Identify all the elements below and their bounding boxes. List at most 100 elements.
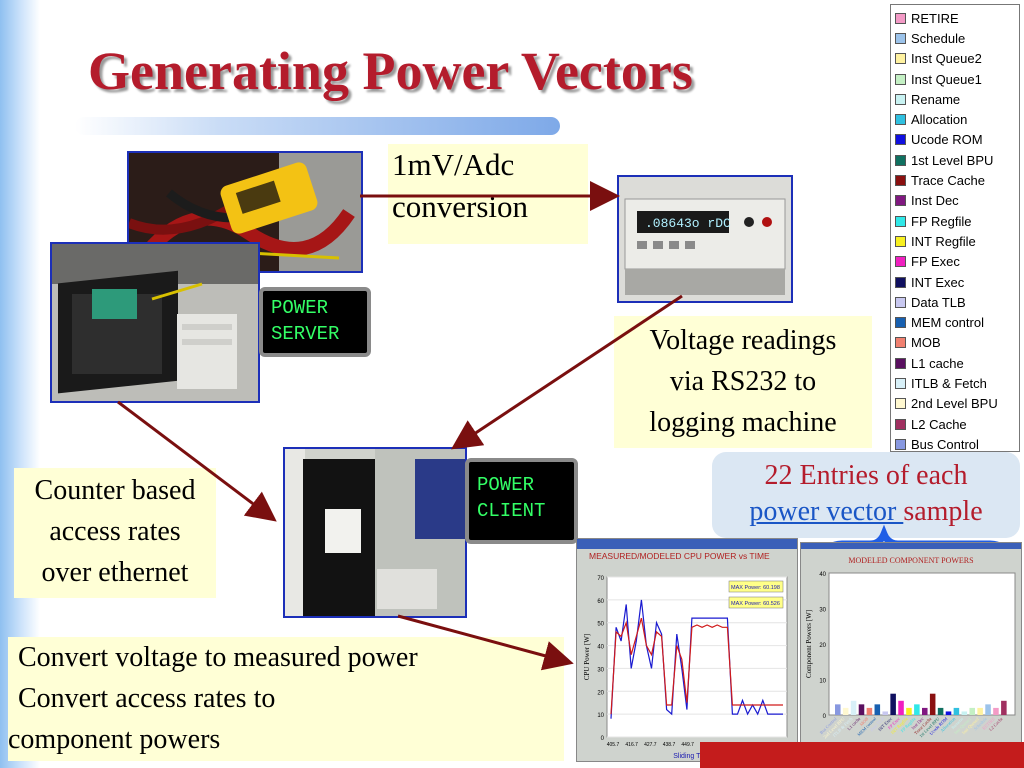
legend-item: RETIRE [895,8,1015,28]
chart1-series-line [610,617,783,715]
entries-sample-text: sample [903,496,983,527]
convert-note-line1: Convert voltage to measured power [18,642,418,673]
chart1-xtick-label: 427.7 [644,742,657,748]
legend-swatch [895,337,906,349]
legend-swatch [895,438,906,450]
voltage-readings-note: Voltage readings via RS232 to logging ma… [614,316,872,448]
legend-label: Allocation [911,112,968,128]
power-server-label: POWER SERVER [259,287,371,357]
chart1-annotation: MAX Power: 60.198 [731,585,780,591]
legend-item: FP Regfile [895,211,1015,231]
chart2-plot-area [828,572,1016,716]
chart2-window-bar [801,543,1021,549]
legend-swatch [895,256,906,268]
convert-note-line3: component powers [8,724,221,755]
voltage-note-line2: via RS232 to [669,366,817,397]
legend-label: FP Regfile [911,213,972,229]
chart1-xtick-label: 416.7 [625,742,638,748]
component-power-chart: MODELED COMPONENT POWERS010203040Compone… [801,543,1021,740]
chart1-xtick-label: 438.7 [663,742,676,748]
chart2-ytick-label: 10 [819,679,826,685]
legend-label: RETIRE [911,10,959,26]
clamp-meter-photo [127,151,363,273]
chart2-bar [969,707,975,715]
chart2-ylabel: Component Powers [W] [805,610,813,678]
svg-text:.08643o rDC: .08643o rDC [645,216,731,231]
footer-red-strip [700,742,1024,768]
chart2-bar [945,711,952,715]
legend-item: Bus Control [895,434,1015,454]
chart2-bar [961,711,968,715]
chart1-ytick-label: 30 [597,667,604,673]
legend-label: Data TLB [911,294,966,310]
chart2-ytick-label: 0 [823,714,827,720]
chart1-series-line [610,599,783,719]
legend-label: MOB [911,335,941,351]
power-client-label-line1: POWER [477,474,535,496]
legend-item: 1st Level BPU [895,150,1015,170]
chart1-ytick-label: 10 [597,713,604,719]
power-vector-link[interactable]: power vector [749,496,904,527]
chart2-ytick-label: 40 [819,572,826,578]
legend-item: FP Exec [895,252,1015,272]
legend-label: FP Exec [911,254,960,270]
chart1-xlabel: Sliding Time [s] [673,753,721,760]
legend-item: 2nd Level BPU [895,394,1015,414]
power-client-label: POWER CLIENT [465,458,578,544]
legend-label: 2nd Level BPU [911,396,998,412]
legend-swatch [895,175,906,187]
chart2-bar [953,707,960,715]
legend-swatch [895,357,906,369]
legend-swatch [895,53,906,65]
chart2-bar [842,707,849,715]
legend-item: Inst Dec [895,191,1015,211]
legend-swatch [895,398,906,410]
entries-line1: 22 Entries of each [764,460,968,491]
legend-label: Inst Queue1 [911,71,982,87]
legend-item: Inst Queue1 [895,69,1015,89]
convert-power-note: Convert voltage to measured power Conver… [8,637,564,761]
chart2-bar [874,704,881,715]
power-client-photo [283,447,467,618]
chart1-window-bar [577,539,797,549]
legend-item: Data TLB [895,292,1015,312]
legend-label: Ucode ROM [911,132,983,148]
legend-label: 1st Level BPU [911,152,994,168]
chart2-bar [882,711,888,715]
legend-item: MOB [895,333,1015,353]
chart2-bar [850,700,857,715]
chart2-bar [929,693,936,715]
chart1-title: MEASURED/MODELED CPU POWER vs TIME [589,551,770,561]
legend-swatch [895,296,906,308]
voltage-note-line1: Voltage readings [649,325,837,356]
legend-swatch [895,12,906,24]
legend-swatch [895,134,906,146]
legend-swatch [895,215,906,227]
chart1-annotation-box [728,580,784,593]
chart2-ytick-label: 30 [819,608,826,614]
legend-item: INT Regfile [895,231,1015,251]
chart1-annotation-box [728,596,784,609]
legend-item: ITLB & Fetch [895,373,1015,393]
legend-label: Trace Cache [911,173,985,189]
chart1-ylabel: CPU Power [W] [583,634,591,680]
legend-swatch [895,377,906,389]
chart2-bar [937,707,944,715]
chart2-bar [1001,700,1007,715]
entries-callout: 22 Entries of each power vector sample [712,452,1020,538]
convert-note-line2: Convert access rates to [18,683,276,714]
legend-item: MEM control [895,312,1015,332]
chart2-bar [906,707,912,715]
legend-label: L2 Cache [911,416,967,432]
chart2-bar [866,707,873,715]
legend-label: Inst Queue2 [911,51,982,67]
legend-item: Rename [895,89,1015,109]
chart1-xtick-label: 405.7 [607,742,620,748]
counter-note-line1: Counter based [34,475,196,506]
legend-label: INT Exec [911,274,965,290]
cpu-power-chart: MEASURED/MODELED CPU POWER vs TIME010203… [577,539,797,760]
legend-item: Ucode ROM [895,130,1015,150]
counter-rates-note: Counter based access rates over ethernet [14,468,216,598]
chart1-ytick-label: 40 [597,645,604,651]
conversion-note-line1: 1mV/Adc [392,147,515,182]
